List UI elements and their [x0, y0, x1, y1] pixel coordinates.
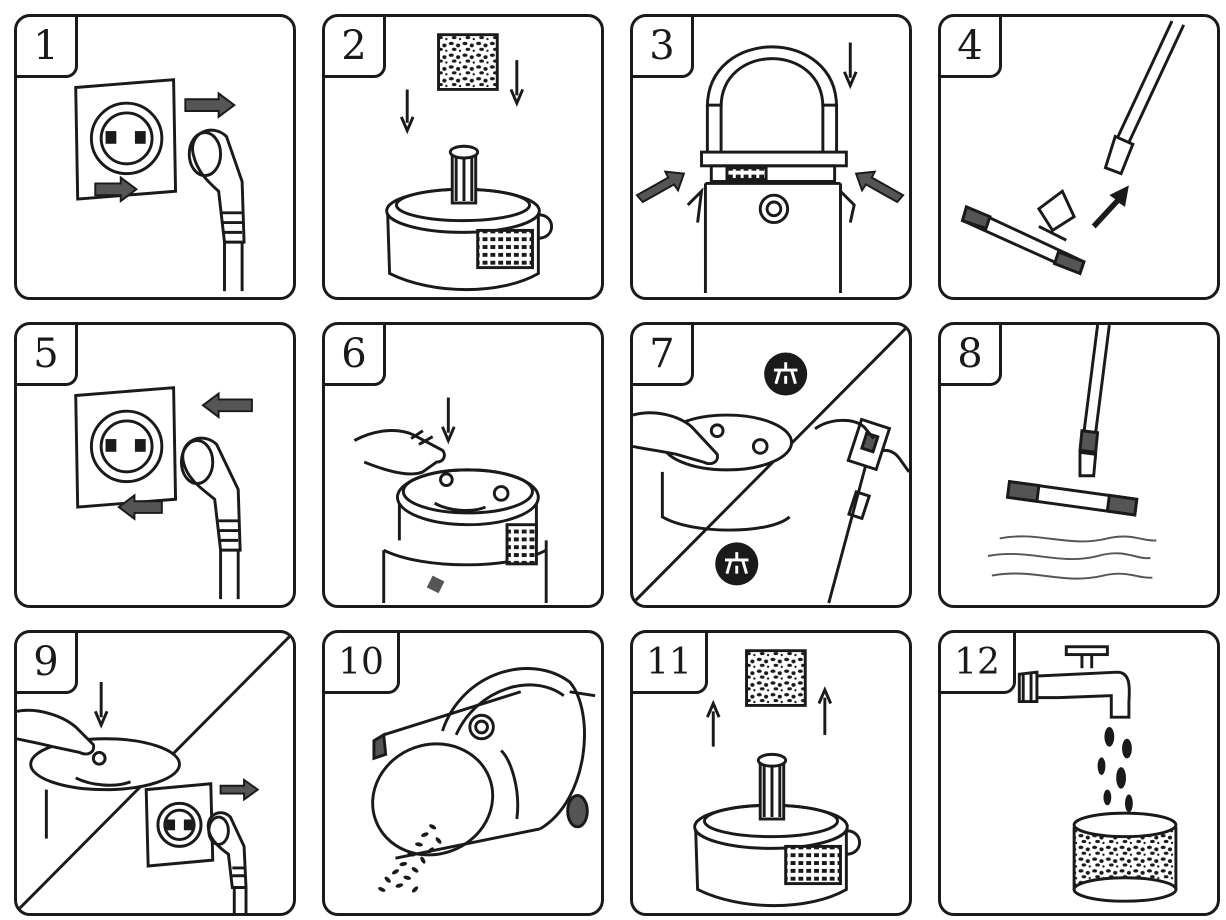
unplug-power-icon [17, 17, 293, 297]
remove-filter-icon [633, 633, 909, 913]
step-panel-2: 2 [322, 14, 604, 300]
step-panel-9: 9 [14, 630, 296, 916]
attach-lid-icon [633, 17, 909, 297]
vacuum-floor-icon [941, 325, 1217, 605]
attach-floor-nozzle-icon [941, 17, 1217, 297]
step-number: 3 [633, 17, 694, 78]
step-number: 11 [633, 633, 708, 694]
step-number: 1 [17, 17, 78, 78]
step-number: 12 [941, 633, 1016, 694]
step-panel-8: 8 [938, 322, 1220, 608]
step-panel-3: 3 [630, 14, 912, 300]
step-panel-1: 1 [14, 14, 296, 300]
step-panel-5: 5 [14, 322, 296, 608]
step-panel-7: 7 [630, 322, 912, 608]
plug-in-power-icon [17, 325, 293, 605]
empty-dust-container-icon [325, 633, 601, 913]
step-number: 6 [325, 325, 386, 386]
step-number: 2 [325, 17, 386, 78]
rinse-filter-icon [941, 633, 1217, 913]
step-panel-11: 11 [630, 630, 912, 916]
step-number: 10 [325, 633, 400, 694]
switch-mode-icon [633, 325, 909, 605]
step-number: 5 [17, 325, 78, 386]
step-panel-12: 12 [938, 630, 1220, 916]
step-panel-10: 10 [322, 630, 604, 916]
step-number: 9 [17, 633, 78, 694]
step-number: 8 [941, 325, 1002, 386]
step-number: 7 [633, 325, 694, 386]
press-power-button-icon [325, 325, 601, 605]
power-off-unplug-icon [17, 633, 293, 913]
insert-filter-icon [325, 17, 601, 297]
step-panel-6: 6 [322, 322, 604, 608]
step-number: 4 [941, 17, 1002, 78]
step-panel-4: 4 [938, 14, 1220, 300]
